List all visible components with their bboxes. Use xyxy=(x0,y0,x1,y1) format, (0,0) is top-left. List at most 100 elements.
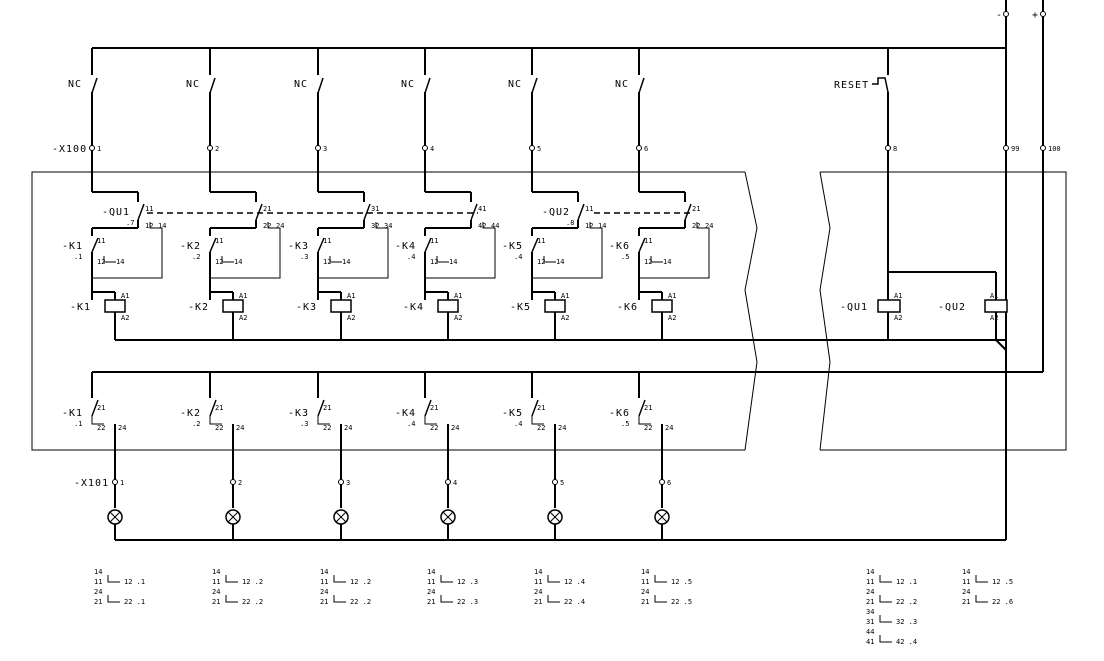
x100-terminal-number: 5 xyxy=(537,145,541,153)
cross-ref-pin: 11 xyxy=(866,578,874,586)
k-coil-symbol xyxy=(437,299,459,313)
input-contact-label: NC xyxy=(615,79,629,90)
k-self-contact-side: 14 xyxy=(663,258,671,266)
reset-label: RESET xyxy=(834,80,869,91)
k-self-contact-side: 14 xyxy=(449,258,457,266)
qu-contact-bottom: 22 xyxy=(263,222,271,230)
k-out-contact-bottom: 22 xyxy=(430,424,438,432)
qu1-coil-a1: A1 xyxy=(894,292,902,300)
k-out-contact-symbol xyxy=(424,399,432,417)
cross-ref-pin: 34 xyxy=(866,608,874,616)
k-coil-a1: A1 xyxy=(347,292,355,300)
k-self-contact-top: 11 xyxy=(215,237,223,245)
k-self-contact-symbol xyxy=(638,237,646,253)
cross-ref-target: 12 .4 xyxy=(564,578,585,586)
cross-ref-target: 12 .2 xyxy=(242,578,263,586)
nc-contact-symbol xyxy=(424,77,431,94)
supply-plus-terminal xyxy=(1040,11,1046,17)
cross-ref-target: 12 .1 xyxy=(124,578,145,586)
cross-ref-pin: 24 xyxy=(534,588,542,596)
k-self-contact-top: 11 xyxy=(644,237,652,245)
cross-ref-pin: 11 xyxy=(427,578,435,586)
k-out-contact-label: -K6 xyxy=(609,408,630,419)
k-self-contact-side: 14 xyxy=(556,258,564,266)
qu-contact-side: 24 xyxy=(276,222,284,230)
nc-contact-symbol xyxy=(317,77,324,94)
cross-ref-pin: 21 xyxy=(94,598,102,606)
supply-minus-terminal xyxy=(1003,11,1009,17)
qu-contact-top: 21 xyxy=(263,205,271,213)
k-coil-a2: A2 xyxy=(121,314,129,322)
k-self-contact-ref: .4 xyxy=(407,253,415,261)
x101-terminal xyxy=(552,479,558,485)
cross-ref-pin: 44 xyxy=(866,628,874,636)
cross-ref-pin: 41 xyxy=(866,638,874,646)
k-out-contact-label: -K2 xyxy=(180,408,201,419)
x101-terminal xyxy=(445,479,451,485)
terminal-strip-x100-label: -X100 xyxy=(52,144,87,155)
cross-ref-pin: 24 xyxy=(641,588,649,596)
k-self-contact-side: 14 xyxy=(342,258,350,266)
x100-terminal-number: 3 xyxy=(323,145,327,153)
k-coil-a2: A2 xyxy=(347,314,355,322)
k-coil-a2: A2 xyxy=(454,314,462,322)
x100-terminal xyxy=(315,145,321,151)
cross-ref-pin: 14 xyxy=(641,568,649,576)
k-out-contact-bottom: 22 xyxy=(537,424,545,432)
supply-marks: - + xyxy=(996,10,1046,21)
qu1-coil-a2: A2 xyxy=(894,314,902,322)
k-out-contact-ref: .1 xyxy=(74,420,82,428)
cross-ref-target: 12 .1 xyxy=(896,578,917,586)
qu1-coil-label: -QU1 xyxy=(840,302,868,313)
reset-terminal-number: 8 xyxy=(893,145,897,153)
cross-ref-pin: 24 xyxy=(427,588,435,596)
k-self-contact-symbol xyxy=(424,237,432,253)
supply-wiring xyxy=(92,0,1044,541)
x100-terminal-number: 2 xyxy=(215,145,219,153)
k-out-contact-ref: .4 xyxy=(407,420,415,428)
cross-ref-pin: 11 xyxy=(320,578,328,586)
qu-contact-bottom: 42 xyxy=(478,222,486,230)
reset-column: RESET 8 99 100 xyxy=(834,77,1061,153)
k-out-contact-top: 21 xyxy=(430,404,438,412)
cross-ref-target: 22 .6 xyxy=(992,598,1013,606)
qu-contact-side: 44 xyxy=(491,222,499,230)
cross-ref-target: 22 .4 xyxy=(564,598,585,606)
cross-ref-pin: 14 xyxy=(962,568,970,576)
k-coil-symbol xyxy=(330,299,352,313)
k-self-contact-top: 11 xyxy=(97,237,105,245)
k-coil-a1: A1 xyxy=(561,292,569,300)
reset-terminal xyxy=(885,145,891,151)
cross-ref-target: 22 .2 xyxy=(896,598,917,606)
k-coil-label: -K6 xyxy=(617,302,638,313)
cross-ref-pin: 14 xyxy=(427,568,435,576)
k-out-contact-bottom: 22 xyxy=(323,424,331,432)
k-coil-a2: A2 xyxy=(668,314,676,322)
k-coil-symbol xyxy=(222,299,244,313)
qu-contact-side: 14 xyxy=(158,222,166,230)
cross-ref-pin: 14 xyxy=(534,568,542,576)
supply-plus-label: + xyxy=(1032,10,1039,21)
k-coil-a1: A1 xyxy=(454,292,462,300)
qu-contact-symbol xyxy=(470,203,478,221)
cross-ref-pin: 14 xyxy=(320,568,328,576)
x100-terminal xyxy=(207,145,213,151)
supply-terminal-100 xyxy=(1040,145,1046,151)
k-self-contact-label: -K5 xyxy=(502,241,523,252)
qu-contact-bottom: 12 xyxy=(145,222,153,230)
qu-contact-top: 41 xyxy=(478,205,486,213)
k-self-contact-symbol xyxy=(317,237,325,253)
k-out-contact-ref: .2 xyxy=(192,420,200,428)
qu-contact-ref: .7 xyxy=(126,219,134,227)
k-self-contact-top: 11 xyxy=(430,237,438,245)
cross-ref-pin: 21 xyxy=(962,598,970,606)
qu-contact-label: -QU2 xyxy=(542,207,570,218)
k-self-contact-side: 14 xyxy=(234,258,242,266)
supply-terminal-99-number: 99 xyxy=(1011,145,1019,153)
k-coil-label: -K3 xyxy=(296,302,317,313)
